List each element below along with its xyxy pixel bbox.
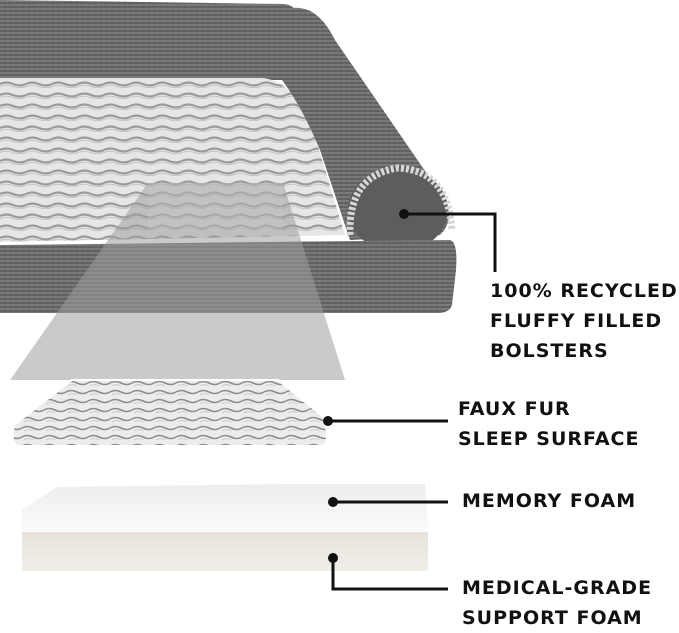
- cutaway-projection: [10, 183, 345, 380]
- callout-memory-foam: [328, 497, 448, 507]
- callout-support-foam: [328, 553, 448, 591]
- back-bolster: [0, 0, 300, 80]
- label-support-foam: MEDICAL-GRADE SUPPORT FOAM: [462, 577, 653, 629]
- faux-fur-sample: [11, 379, 328, 447]
- side-bolster: [259, 7, 456, 252]
- callout-sleep-surface: [323, 416, 448, 426]
- foam-stack: [22, 484, 428, 571]
- label-bolsters: 100% RECYCLED FLUFFY FILLED BOLSTERS: [490, 280, 678, 362]
- label-memory-foam: MEMORY FOAM: [462, 490, 637, 512]
- label-sleep-surface: FAUX FUR SLEEP SURFACE: [458, 398, 640, 450]
- callout-bolsters: [399, 209, 497, 272]
